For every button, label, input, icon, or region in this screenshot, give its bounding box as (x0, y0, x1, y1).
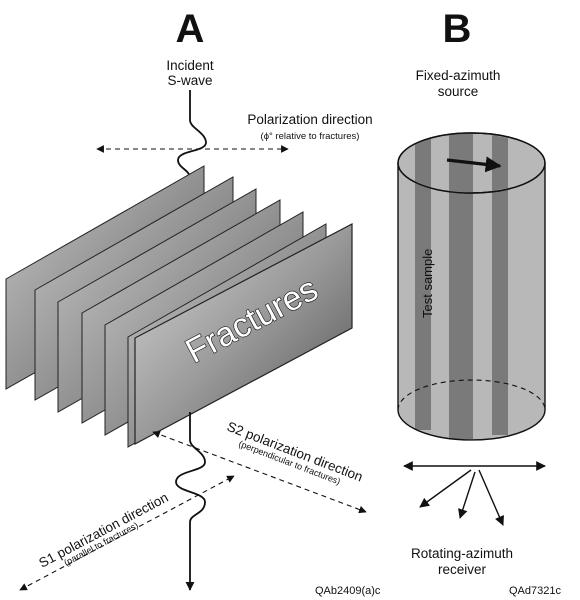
source-polarization-arrow (446, 156, 502, 173)
cylinder-bottom-edge (397, 409, 546, 441)
cylinder-stripe-1 (415, 163, 431, 425)
s2-label-text: S2 polarization direction (225, 419, 365, 485)
cylinder-stripe-3 (492, 163, 508, 435)
transmitted-wave (175, 412, 206, 591)
phi-relative-text: relative to fractures (275, 131, 356, 142)
incident-label-line2: S-wave (167, 73, 212, 88)
panel-a-code: QAb2409(a)c (315, 585, 381, 597)
incident-label-line1: Incident (166, 58, 214, 73)
source-label-line2: source (438, 84, 479, 99)
test-sample-label: Test sample (420, 249, 435, 318)
receiver-arrow-down-mid (458, 471, 476, 519)
s1-label-text: S1 polarization direction (36, 490, 170, 571)
cylinder-top-stripe-1 (415, 137, 431, 189)
cylinder-stripe-2 (449, 163, 473, 439)
test-sample-cylinder: Test sample (397, 132, 546, 445)
s1-polarization-label: S1 polarization direction (36, 490, 170, 571)
receiver-arrow-down-left (419, 469, 472, 508)
cylinder-stripe-2-bottom (449, 405, 473, 439)
panel-a-letter: A (176, 7, 205, 51)
phi-symbol: ϕ° (264, 131, 273, 142)
fractures-stack: Fractures (5, 165, 353, 448)
incident-wave (177, 90, 207, 241)
panel-b-letter: B (443, 7, 472, 51)
cylinder-stripe-3-bottom (492, 405, 508, 435)
polarization-direction-subtitle: (ϕ° relative to fractures) (261, 131, 360, 142)
source-label-line1: Fixed-azimuth (416, 68, 501, 83)
cylinder-top-stripe-3 (492, 135, 508, 191)
receiver-label-line2: receiver (438, 562, 487, 577)
s2-polarization-dashed-line (152, 430, 367, 514)
receiver-label-line1: Rotating-azimuth (411, 546, 513, 561)
cylinder-top-outline (397, 132, 546, 194)
panel-b-code: QAd7321c (509, 585, 561, 597)
s1-polarization-dashed-line (19, 475, 235, 591)
receiver-arrows (403, 461, 546, 526)
s2-polarization-label: S2 polarization direction (225, 419, 365, 485)
fracture-plane-front (134, 223, 353, 446)
cylinder-bottom-hidden-edge (397, 379, 546, 411)
cylinder-stripe-1-bottom (415, 405, 431, 430)
polarization-direction-title: Polarization direction (247, 112, 372, 127)
receiver-arrow-down-right (478, 469, 504, 526)
